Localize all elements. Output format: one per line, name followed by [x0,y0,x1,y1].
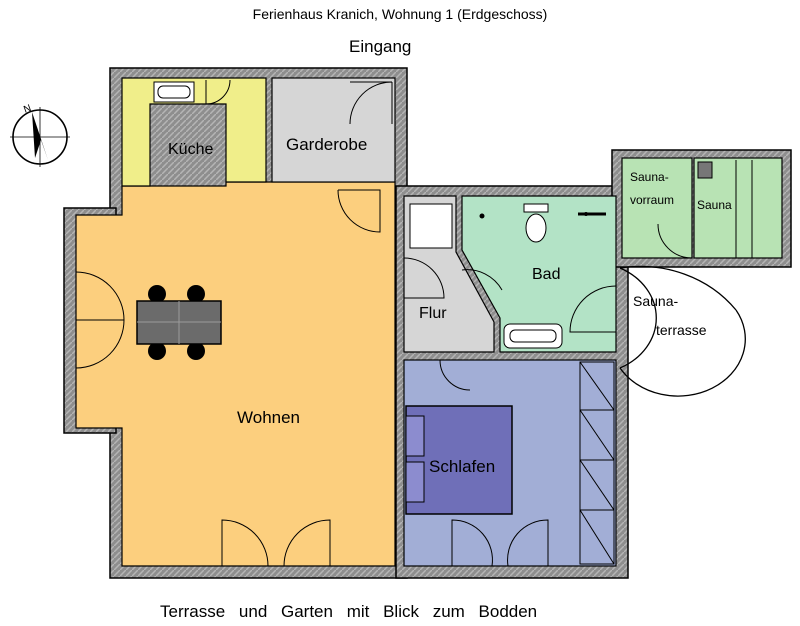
label-sauna-vorraum-1: Sauna- [630,170,669,184]
plan-title: Ferienhaus Kranich, Wohnung 1 (Erdgescho… [252,6,548,22]
bathtub-icon [503,323,563,349]
storage-box [409,203,453,249]
room-garderobe [271,77,396,183]
sauna-stove-icon [697,161,713,179]
room-sauna [693,157,783,259]
door-swing [205,79,231,105]
door-swing [349,81,393,125]
bedroom-terrace-doors [451,519,549,567]
bed [405,405,513,515]
entrance-label: Eingang [349,37,412,56]
label-garderobe: Garderobe [286,135,367,154]
room-saunavorraum [621,157,693,259]
label-wohnen: Wohnen [237,408,300,427]
label-schlafen: Schlafen [429,457,495,476]
terrace-garden-label: Terrasse und Garten mit Blick zum Bodden [160,602,538,621]
north-arrow-icon: N [10,103,70,167]
room-bad [461,195,617,353]
label-sauna: Sauna [697,198,732,212]
room-wohnen [75,181,396,567]
label-flur: Flur [419,305,447,322]
toilet-icon [523,203,549,243]
label-sauna-vorraum-2: vorraum [630,193,674,207]
label-kueche: Küche [168,141,213,158]
south-terrace-doors [221,519,331,567]
label-saunaterrasse-2: terrasse [656,322,707,338]
kitchen-sink-icon [153,81,195,103]
label-saunaterrasse-1: Sauna- [633,293,678,309]
door-swing [569,285,617,333]
north-label: N [22,103,33,116]
label-bad: Bad [532,266,560,283]
door-swing [337,189,381,233]
wardrobe [579,361,615,565]
door-swing [403,257,445,299]
sauna-terrace-outline [619,267,657,369]
dining-table [136,285,222,360]
room-kueche [121,77,267,187]
sauna-benches [735,160,753,258]
west-terrace-doors [75,271,125,369]
